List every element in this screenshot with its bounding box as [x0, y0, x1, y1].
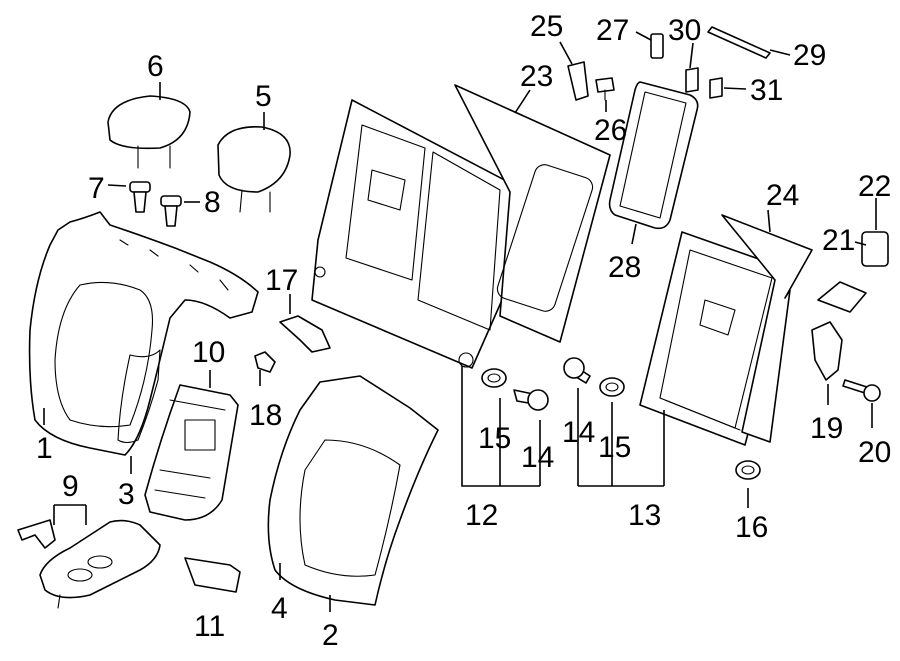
callout-4: 4 [271, 592, 288, 625]
seat-back-cover-center [267, 375, 439, 606]
callout-18: 18 [249, 399, 282, 432]
trim-cover-11 [184, 557, 241, 593]
callout-16: 16 [735, 511, 768, 544]
leader-lines [43, 31, 877, 612]
callout-17: 17 [265, 264, 298, 297]
armrest-frame [144, 384, 239, 521]
callout-21: 21 [822, 224, 855, 257]
trim-panel-23 [454, 84, 611, 343]
headrest-guide-7 [129, 181, 151, 213]
callout-28: 28 [608, 251, 641, 284]
callout-7: 7 [88, 172, 105, 205]
bushing-15-left [481, 368, 507, 388]
bolt-14-left [513, 389, 549, 411]
seal-frame-28 [608, 81, 699, 230]
hinge-19 [811, 321, 843, 381]
callout-26: 26 [594, 114, 627, 147]
headrest-guide-8 [160, 195, 182, 227]
callout-23: 23 [520, 60, 553, 93]
callout-labels: 6 5 7 8 1 3 10 9 11 4 2 17 18 12 15 14 1… [36, 10, 891, 652]
rod-29 [707, 26, 771, 59]
headrest-center [217, 126, 291, 213]
callout-12: 12 [465, 499, 498, 532]
bushing-16 [735, 460, 761, 480]
clip-30 [685, 67, 699, 93]
latch-22 [861, 231, 889, 267]
callout-20: 20 [858, 436, 891, 469]
armrest-cup-holder [39, 519, 161, 609]
callout-14b: 14 [562, 416, 595, 449]
bushing-15-right [599, 377, 625, 397]
callout-8: 8 [204, 186, 221, 219]
callout-27: 27 [596, 14, 629, 47]
callout-15a: 15 [478, 422, 511, 455]
callout-6: 6 [147, 50, 164, 83]
trim-panel-24 [721, 214, 813, 443]
callout-31: 31 [750, 74, 783, 107]
callout-3: 3 [118, 478, 135, 511]
hinge-25 [567, 61, 589, 101]
bolt-26 [595, 77, 615, 101]
callout-9: 9 [62, 470, 79, 503]
callout-19: 19 [810, 412, 843, 445]
callout-1: 1 [36, 432, 53, 465]
callout-15b: 15 [598, 431, 631, 464]
callout-5: 5 [255, 80, 272, 113]
callout-22: 22 [858, 170, 891, 203]
callout-24: 24 [766, 179, 799, 212]
callout-14a: 14 [521, 441, 554, 474]
bolt-14-right [563, 357, 591, 384]
callout-13: 13 [628, 499, 661, 532]
callout-10: 10 [192, 336, 225, 369]
clip-27 [650, 33, 664, 59]
seat-back-frame-main [311, 99, 515, 369]
callout-30: 30 [668, 14, 701, 47]
callout-25: 25 [530, 10, 563, 43]
callout-29: 29 [793, 39, 826, 72]
bezel-21 [817, 281, 867, 313]
bolt-20 [842, 379, 881, 402]
armrest-trim [17, 519, 56, 549]
headrest-left [107, 95, 191, 169]
bracket-17 [279, 315, 331, 353]
seat-back-cover-left [28, 211, 259, 456]
callout-11: 11 [194, 610, 225, 643]
clip-31 [709, 77, 723, 99]
clip-18 [254, 351, 276, 373]
callout-2: 2 [322, 619, 339, 652]
